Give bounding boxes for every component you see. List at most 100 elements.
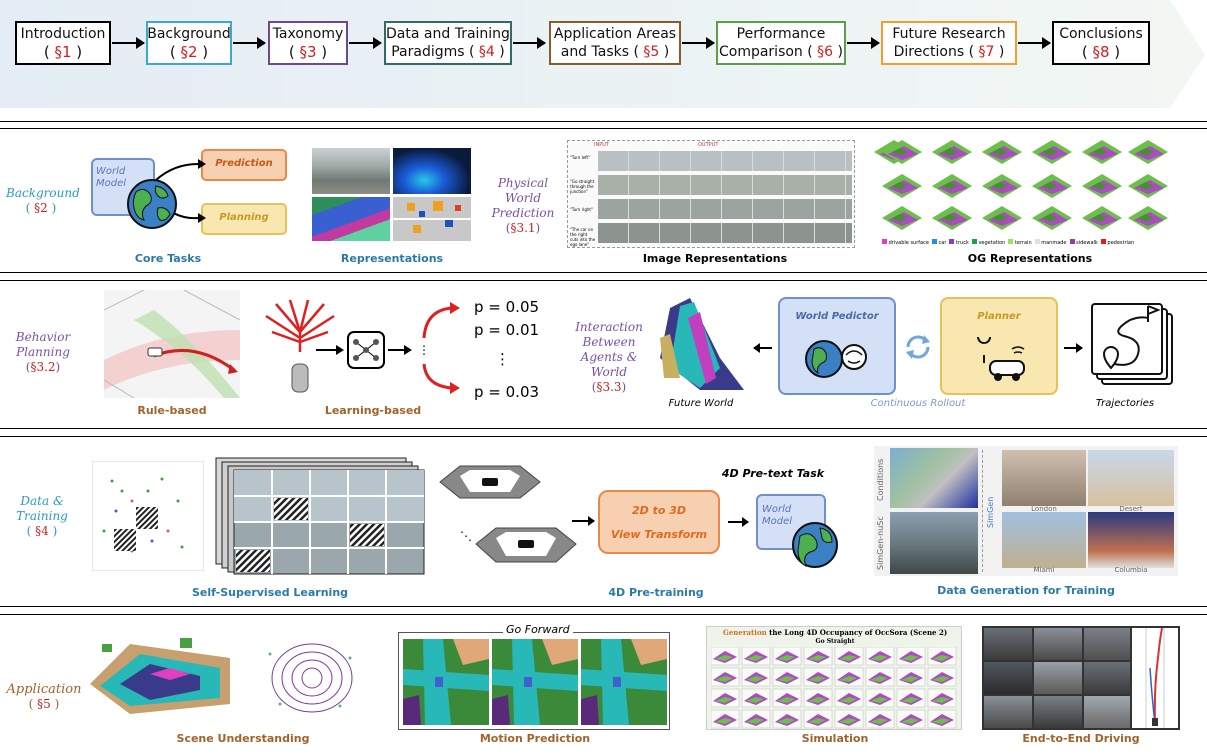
- planner-label: Planner: [977, 311, 1021, 322]
- city-columbia: [1088, 512, 1174, 568]
- core-tasks-diagram: [91, 149, 287, 235]
- nav-taxonomy[interactable]: Taxonomy ( §3 ): [268, 21, 348, 65]
- row-label-background: Background ( §2 ): [6, 186, 80, 215]
- caption-data-generation: Data Generation for Training: [937, 584, 1115, 597]
- point-cloud-masked: [92, 461, 204, 571]
- scene-understanding-image: [90, 638, 353, 714]
- nav-arrow: [513, 37, 546, 49]
- pretext-task-label: 4D Pre-text Task: [721, 467, 825, 480]
- row-label-physical-world-prediction: Physical World Prediction (§3.1): [491, 176, 555, 235]
- car-route-icon: [977, 337, 1025, 381]
- nav-arrow: [682, 37, 715, 49]
- multiview-rings: ⋱: [439, 465, 577, 563]
- caption-trajectories: Trajectories: [1095, 398, 1155, 409]
- caption-end-to-end: End-to-End Driving: [1022, 732, 1140, 745]
- panel-divider: [982, 450, 984, 572]
- representation-occupancy: [393, 197, 471, 241]
- nav-application[interactable]: Application Areas and Tasks ( §5 ): [549, 21, 681, 65]
- caption-continuous-rollout: Continuous Rollout: [870, 398, 966, 409]
- nav-arrow: [847, 37, 880, 49]
- og-representations-grid: [874, 140, 1168, 230]
- conditions-image: [890, 448, 978, 508]
- caption-motion-prediction: Motion Prediction: [479, 732, 591, 745]
- trajectories-stack-icon: [1091, 303, 1173, 385]
- caption-simulation: Simulation: [801, 732, 869, 745]
- bev-map: [1132, 628, 1178, 728]
- nav-conclusions[interactable]: Conclusions ( §8 ): [1052, 21, 1150, 65]
- image-row: [598, 151, 852, 171]
- caption-core-tasks: Core Tasks: [134, 252, 202, 265]
- representation-segmentation: [312, 197, 390, 241]
- caption-ssl: Self-Supervised Learning: [191, 586, 349, 599]
- arrow-to-world-model: [728, 517, 749, 527]
- separator: [0, 436, 1207, 437]
- arrow-to-view-transform: [572, 516, 595, 526]
- prob-2: p = 0.01: [474, 321, 540, 339]
- caption-og-representations: OG Representations: [967, 252, 1093, 265]
- data-generation-panel: Conditions SimGen-nuSc SimGen London Des…: [874, 446, 1178, 576]
- caption-rule-based: Rule-based: [137, 404, 207, 417]
- caption-future-world: Future World: [668, 398, 734, 409]
- arrow-to-future-world: [754, 347, 772, 349]
- arrow-to-trajectories: [1064, 343, 1083, 353]
- nav-future[interactable]: Future Research Directions ( §7 ): [881, 21, 1017, 65]
- image-row: [598, 199, 852, 219]
- separator: [0, 121, 1207, 122]
- planning-label: Planning: [219, 212, 269, 223]
- city-london: [1002, 450, 1086, 506]
- image-row: [598, 223, 852, 243]
- motion-prediction-panel: Go Forward: [398, 623, 670, 730]
- separator: [0, 428, 1207, 429]
- motion-frames: [403, 639, 667, 725]
- row-label-data-training: Data & Training ( §4 ): [16, 494, 68, 538]
- nav-data-training[interactable]: Data and Training Paradigms ( §4 ): [384, 21, 512, 65]
- nav-introduction[interactable]: Introduction ( §1 ): [15, 21, 111, 65]
- nav-arrow: [349, 37, 382, 49]
- svg-text:⋮: ⋮: [418, 343, 430, 357]
- nav-performance[interactable]: Performance Comparison ( §6 ): [716, 21, 846, 65]
- row-label-behavior-planning: Behavior Planning (§3.2): [15, 330, 71, 374]
- representation-photo-street: [312, 148, 390, 194]
- rollout-cycle-icon: [906, 335, 930, 359]
- future-world-image: [660, 298, 744, 390]
- nav-arrow: [1018, 37, 1051, 49]
- conditions-tag: Conditions: [876, 458, 885, 502]
- separator: [0, 280, 1207, 281]
- row-label-interaction: Interaction Between Agents & World (§3.3…: [575, 320, 643, 394]
- end-to-end-panel: [982, 626, 1180, 730]
- simgen-tag: SimGen: [986, 496, 995, 528]
- nav-background[interactable]: Background ( §2 ): [146, 21, 232, 65]
- separator: [0, 272, 1207, 273]
- simgen-nusc-image: [890, 512, 978, 574]
- image-representations-panel: INPUT OUTPUT "Turn left" "Go straight th…: [567, 140, 855, 248]
- caption-learning-based: Learning-based: [324, 404, 422, 417]
- learning-based-diagram: ⋮: [265, 299, 460, 394]
- image-stack-masked: [215, 457, 425, 575]
- separator: [0, 606, 1207, 607]
- world-model-label: World Model: [96, 166, 127, 189]
- image-row: [598, 175, 852, 195]
- simgen-nusc-tag: SimGen-nuSc: [876, 516, 885, 570]
- separator: [0, 128, 1207, 129]
- world-predictor-label: World Pedictor: [795, 311, 879, 322]
- occupancy-grid-graphic: [393, 201, 471, 233]
- simulation-grid: [711, 647, 957, 729]
- city-miami: [1002, 512, 1086, 568]
- prob-3: p = 0.03: [474, 383, 540, 401]
- prob-1: p = 0.05: [474, 298, 540, 316]
- separator: [0, 614, 1207, 615]
- rule-based-scene: [104, 290, 240, 398]
- globe-icon: [792, 522, 838, 568]
- og-legend: drivable surface car truck vegetation te…: [882, 239, 1182, 247]
- prob-ellipsis: ⋮: [495, 350, 510, 368]
- view-transform-box: 2D to 3D View Transform: [598, 490, 720, 554]
- row-label-application: Application ( §5 ): [6, 682, 82, 711]
- globe-brain-icon: [805, 340, 867, 378]
- caption-scene-understanding: Scene Understanding: [176, 732, 310, 745]
- city-desert: [1088, 450, 1174, 506]
- caption-4d-pretraining: 4D Pre-training: [608, 586, 704, 599]
- caption-representations: Representations: [340, 252, 444, 265]
- prediction-label: Prediction: [215, 158, 273, 169]
- nav-arrow: [112, 37, 145, 49]
- svg-text:⋱: ⋱: [460, 529, 472, 543]
